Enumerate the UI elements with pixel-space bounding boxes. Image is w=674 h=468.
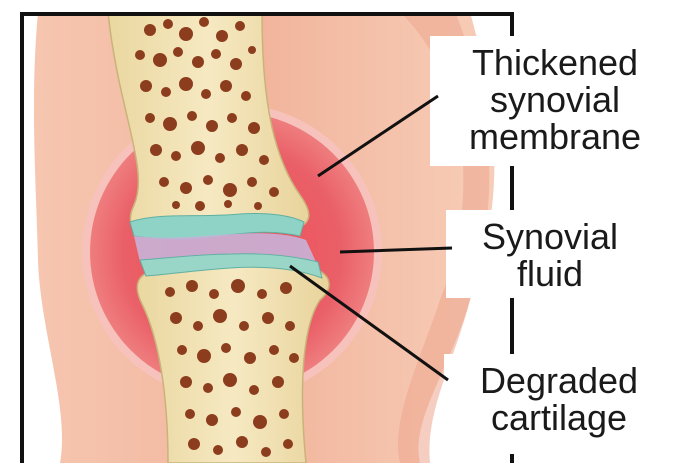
label-synovial-fluid: Synovial fluid <box>452 218 648 292</box>
label-degraded-cartilage: Degraded cartilage <box>448 362 670 436</box>
label-line: synovial <box>440 81 670 118</box>
label-line: membrane <box>440 118 670 155</box>
label-line: Thickened <box>440 44 670 81</box>
label-line: fluid <box>452 255 648 292</box>
label-line: Synovial <box>452 218 648 255</box>
label-thickened-synovial-membrane: Thickened synovial membrane <box>440 44 670 155</box>
label-line: cartilage <box>448 399 670 436</box>
label-line: Degraded <box>448 362 670 399</box>
